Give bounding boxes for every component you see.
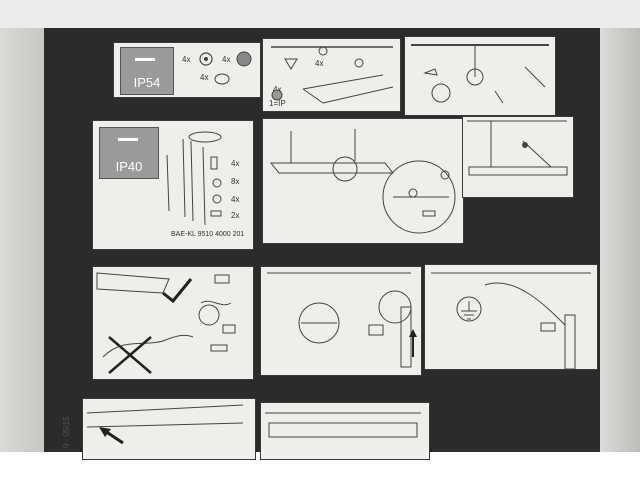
qty-label: 4x bbox=[273, 85, 282, 94]
panel-ip54-parts: IP54 4x 4x 4x bbox=[113, 42, 261, 98]
part-number: BAE-KL 9510 4000 201 bbox=[171, 231, 245, 238]
channel-diagram bbox=[267, 272, 417, 368]
parts-icons bbox=[199, 51, 252, 85]
document-code: 9 - 05/15 bbox=[62, 416, 71, 448]
mounting-diagram-1 bbox=[271, 46, 394, 104]
table-surface-top bbox=[0, 0, 640, 28]
qty-label: 4x bbox=[231, 159, 240, 168]
qty-label: 8x bbox=[231, 177, 240, 186]
panel-wiring bbox=[92, 266, 254, 380]
lamp-symbol-icon bbox=[135, 58, 155, 61]
panel-ground bbox=[424, 264, 598, 370]
panel-mount-channel bbox=[260, 266, 422, 376]
ip-note: 1=IP bbox=[269, 99, 286, 108]
cover-diagram-2 bbox=[265, 412, 421, 438]
panel-cover-step-2 bbox=[260, 402, 430, 460]
ip40-badge: IP40 bbox=[99, 127, 159, 179]
shadow-left bbox=[0, 28, 44, 452]
panel-cover-step-1 bbox=[82, 398, 256, 460]
ip40-label: IP40 bbox=[115, 159, 143, 174]
panel-hanging-lamp bbox=[462, 116, 574, 198]
shadow-right bbox=[600, 28, 640, 452]
suspension-diagram bbox=[269, 129, 456, 234]
qty-label: 4x bbox=[200, 73, 209, 82]
lamp-symbol-icon bbox=[118, 138, 138, 141]
qty-label: 4x bbox=[231, 195, 240, 204]
cover-diagram-1 bbox=[86, 404, 244, 445]
parts-icons bbox=[166, 131, 222, 226]
panel-mount-step-1: 4x 4x 1=IP bbox=[262, 38, 401, 112]
qty-label: 2x bbox=[231, 211, 240, 220]
ip54-label: IP54 bbox=[133, 75, 161, 90]
hanging-lamp-diagram bbox=[467, 120, 568, 176]
mounting-diagram-2 bbox=[411, 44, 549, 104]
ground-diagram bbox=[431, 272, 591, 369]
panel-ip40-parts: IP40 4x 8x 4x 2x BAE-KL 9510 4000 201 bbox=[92, 120, 254, 250]
ip54-badge: IP54 bbox=[120, 47, 174, 95]
panel-mount-step-2 bbox=[404, 36, 556, 116]
qty-label: 4x bbox=[315, 59, 324, 68]
panel-suspension-assembly bbox=[262, 118, 464, 244]
wiring-diagram bbox=[96, 272, 236, 374]
qty-label: 4x bbox=[182, 55, 191, 64]
qty-label: 4x bbox=[222, 55, 231, 64]
